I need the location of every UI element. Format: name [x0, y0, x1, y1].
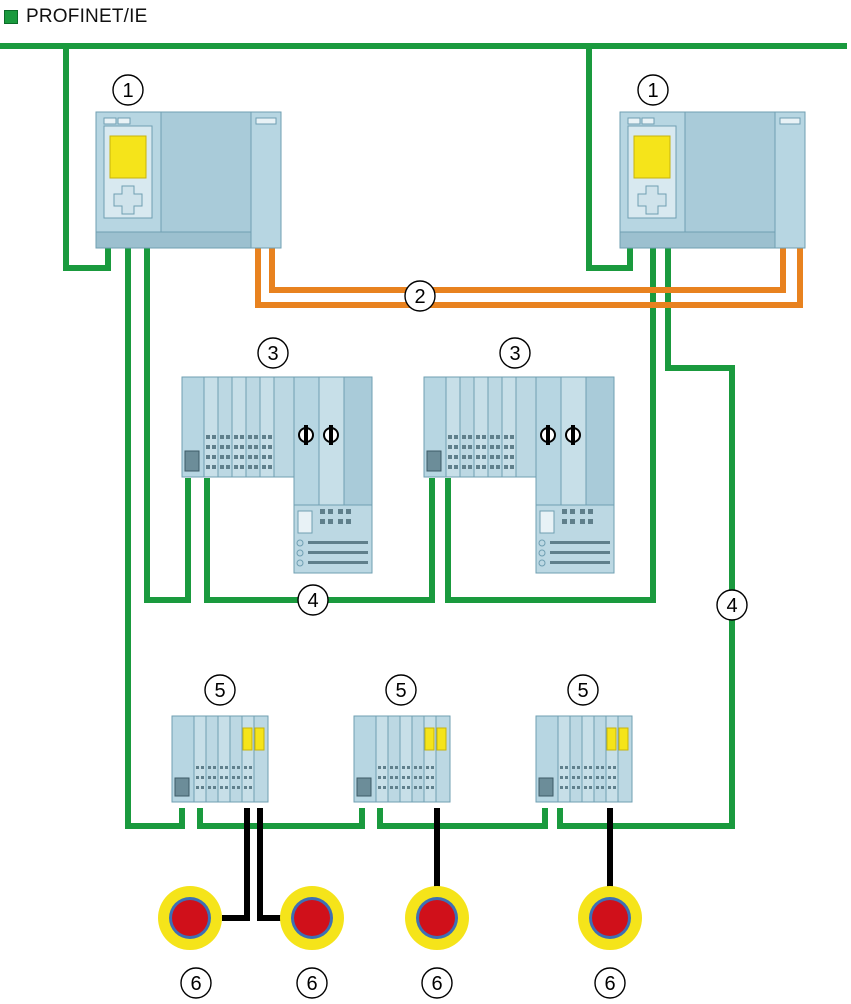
- controller-2: [619, 111, 806, 249]
- plc2-bus-drop: [586, 46, 633, 271]
- legend-swatch: [4, 10, 18, 24]
- svg-text:2: 2: [414, 286, 425, 308]
- svg-text:3: 3: [509, 343, 520, 365]
- emergency-stop-4[interactable]: [578, 886, 642, 950]
- callout-io-station-1: 3: [257, 337, 289, 369]
- io-station-1: [181, 376, 373, 574]
- safety-io-3: [535, 715, 633, 803]
- callout-sync-link: 2: [404, 280, 436, 312]
- emergency-stop-2[interactable]: [280, 886, 344, 950]
- io-station-2: [423, 376, 615, 574]
- estop1-cable: [222, 808, 250, 921]
- safety1-to-safety2-line: [197, 808, 365, 829]
- callout-emergency-stop-3: 6: [421, 967, 453, 999]
- callout-emergency-stop-4: 6: [594, 967, 626, 999]
- callout-profinet-link-2: 4: [716, 589, 748, 621]
- sync-cable-a: [255, 248, 803, 308]
- legend-label: PROFINET/IE: [26, 6, 148, 27]
- plc1-to-safety-line: [125, 248, 185, 829]
- svg-text:6: 6: [604, 973, 615, 995]
- sync-cables: [255, 248, 803, 308]
- svg-text:5: 5: [577, 680, 588, 702]
- callout-controller-1: 1: [112, 74, 144, 106]
- plc1-to-io1-line: [144, 248, 191, 603]
- emergency-stop-1[interactable]: [158, 886, 222, 950]
- legend: PROFINET/IE: [4, 6, 148, 28]
- estop2-cable: [257, 808, 285, 921]
- safety2-to-safety3-line: [377, 808, 548, 829]
- safety-io-2: [353, 715, 451, 803]
- plc1-bus-drop: [63, 46, 111, 271]
- callout-safety-io-1: 5: [204, 674, 236, 706]
- callout-emergency-stop-1: 6: [180, 967, 212, 999]
- svg-text:6: 6: [306, 973, 317, 995]
- emergency-stop-3[interactable]: [405, 886, 469, 950]
- svg-text:1: 1: [122, 80, 133, 102]
- svg-text:1: 1: [647, 80, 658, 102]
- callout-emergency-stop-2: 6: [296, 967, 328, 999]
- svg-text:3: 3: [267, 343, 278, 365]
- svg-text:5: 5: [214, 680, 225, 702]
- svg-text:6: 6: [190, 973, 201, 995]
- sync-cable-b: [269, 248, 786, 293]
- signal-cables: [222, 808, 613, 921]
- svg-text:4: 4: [307, 590, 318, 612]
- svg-text:4: 4: [726, 595, 737, 617]
- svg-text:5: 5: [395, 680, 406, 702]
- io2-to-plc2-line: [445, 248, 656, 603]
- callout-safety-io-3: 5: [567, 674, 599, 706]
- callout-safety-io-2: 5: [385, 674, 417, 706]
- callout-controller-2: 1: [637, 74, 669, 106]
- safety-io-1: [171, 715, 269, 803]
- controller-1: [95, 111, 282, 249]
- callout-profinet-link-1: 4: [297, 584, 329, 616]
- callouts: 1 1 2 3 3 4 4 5: [112, 74, 748, 999]
- svg-text:6: 6: [431, 973, 442, 995]
- callout-io-station-2: 3: [499, 337, 531, 369]
